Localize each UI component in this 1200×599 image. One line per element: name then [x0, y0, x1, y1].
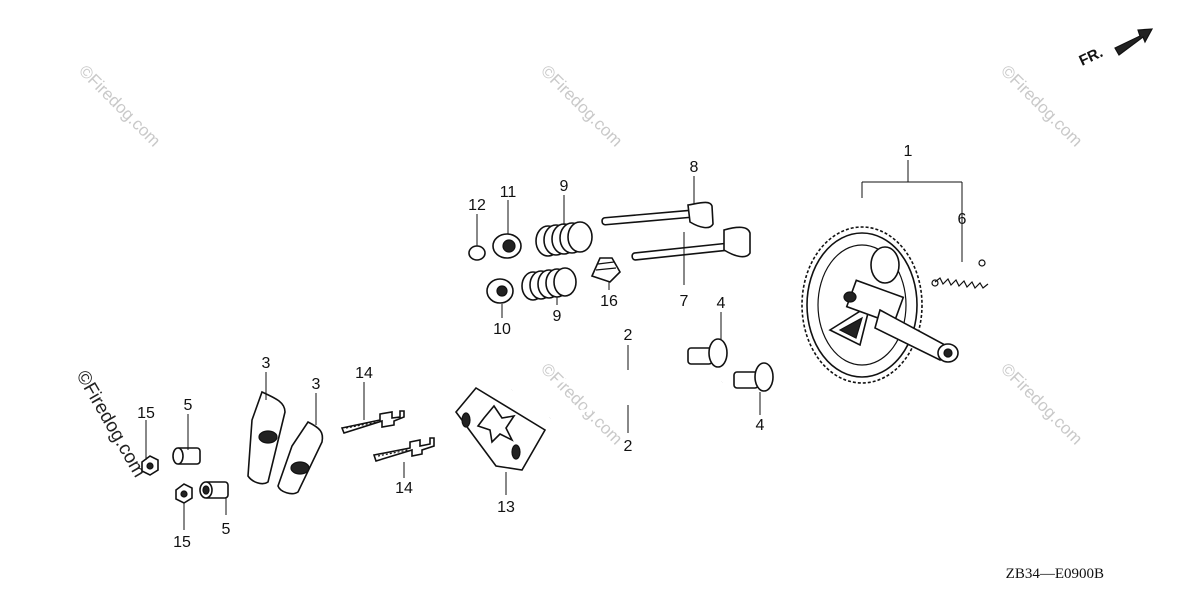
- watermarks: ©Firedog.com ©Firedog.com ©Firedog.com ©…: [72, 61, 1087, 481]
- callout-2-upper: 2: [624, 327, 633, 344]
- rocker-pivot-upper: [172, 447, 201, 465]
- pivot-nut-upper: [141, 455, 159, 476]
- callout-4-lower: 4: [756, 417, 765, 434]
- callout-3-right: 3: [312, 376, 321, 393]
- camshaft-assembly: [801, 226, 959, 384]
- rocker-pivot-lower: [199, 481, 229, 499]
- callout-9-lower: 9: [553, 308, 562, 325]
- valve-spring-upper: [535, 221, 593, 257]
- pivot-nut-lower: [175, 483, 193, 504]
- front-arrow-icon: [1114, 28, 1154, 56]
- front-direction-arrow: FR.: [1077, 28, 1154, 70]
- valve-stem-seal-16: [590, 257, 621, 283]
- watermark: ©Firedog.com: [997, 359, 1086, 448]
- callout-1: 1: [904, 143, 913, 160]
- watermark: ©Firedog.com: [75, 61, 164, 150]
- callout-15-lower: 15: [173, 534, 191, 551]
- callout-5-lower: 5: [222, 521, 231, 538]
- rocker-pivot-bolt-upper: [340, 410, 405, 434]
- tappet-lower: [733, 362, 774, 392]
- watermark: ©Firedog.com: [72, 367, 150, 481]
- diagram-code: ZB34—E0900B: [1006, 566, 1104, 582]
- intake-valve: [631, 226, 751, 261]
- callout-13: 13: [497, 499, 515, 516]
- callout-2-lower: 2: [624, 438, 633, 455]
- rocker-arm-right: [277, 420, 324, 495]
- valve-spring-lower: [521, 267, 577, 301]
- push-rods: [511, 356, 723, 420]
- callout-8: 8: [690, 159, 699, 176]
- callout-7: 7: [680, 293, 689, 310]
- rocker-pivot-bolt-lower: [372, 437, 435, 462]
- watermark: ©Firedog.com: [537, 61, 626, 150]
- tappet-upper: [687, 338, 728, 368]
- leader-lines: [145, 160, 963, 530]
- callout-14-lower: 14: [395, 480, 413, 497]
- callout-10: 10: [493, 321, 511, 338]
- callout-5-upper: 5: [184, 397, 193, 414]
- valve-retainer-10: [486, 278, 514, 304]
- callout-12: 12: [468, 197, 486, 214]
- tappet-cap-12: [468, 245, 486, 261]
- callout-9-upper: 9: [560, 178, 569, 195]
- push-rod-guide-plate: [454, 386, 547, 471]
- callouts: 1 6 8 9 11 12 16 7 9 10 4 2 4 2 3 3 14 1…: [137, 143, 966, 551]
- callout-14-upper: 14: [355, 365, 373, 382]
- callout-15-upper: 15: [137, 405, 155, 422]
- watermark: ©Firedog.com: [997, 61, 1086, 150]
- callout-6: 6: [958, 211, 967, 228]
- callout-16: 16: [600, 293, 618, 310]
- callout-11: 11: [500, 184, 517, 201]
- rocker-arm-left: [247, 390, 286, 485]
- callout-3-left: 3: [262, 355, 271, 372]
- front-label: FR.: [1077, 44, 1106, 70]
- valve-retainer-11: [492, 233, 522, 259]
- callout-4-upper: 4: [717, 295, 726, 312]
- exhaust-valve: [601, 201, 714, 229]
- decompressor-spring: [931, 259, 989, 290]
